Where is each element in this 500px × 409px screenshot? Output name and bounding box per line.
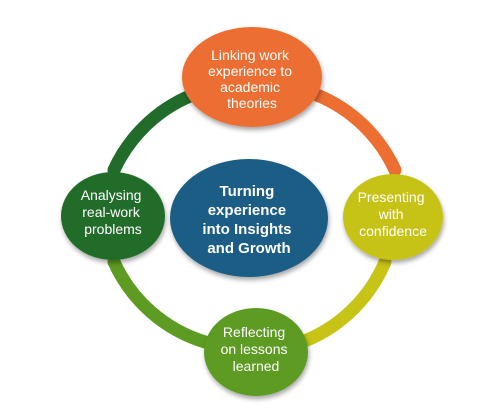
node-bottom-line-2: on lessons: [221, 341, 288, 357]
node-left-line-2: real-work: [82, 204, 141, 220]
arc-right-to-bottom: [300, 255, 392, 347]
node-right-line-3: confidence: [359, 223, 427, 239]
center-node: Turning experience into Insights and Gro…: [170, 159, 328, 277]
center-line-2: experience: [208, 202, 286, 219]
node-bottom-label: Reflecting on lessons learned: [221, 324, 292, 374]
node-reflecting: Reflecting on lessons learned: [204, 308, 308, 396]
node-top-line-3: academic: [220, 79, 280, 95]
node-left-line-1: Analysing: [81, 187, 142, 203]
node-left-label: Analysing real-work problems: [81, 187, 146, 237]
node-bottom-shape: [204, 308, 308, 396]
node-right-label: Presenting with confidence: [358, 189, 429, 239]
node-top-shape: [182, 27, 322, 127]
node-right-line-2: with: [378, 206, 404, 222]
arc-bottom-to-left: [107, 255, 212, 349]
center-line-4: and Growth: [207, 240, 290, 257]
center-node-shape: [170, 159, 328, 277]
node-bottom-line-1: Reflecting: [223, 324, 285, 340]
center-line-3: into Insights: [202, 221, 291, 238]
node-top-line-1: Linking work: [211, 47, 290, 63]
node-presenting: Presenting with confidence: [343, 174, 443, 260]
arc-left-to-top: [107, 89, 197, 177]
center-node-label: Turning experience into Insights and Gro…: [202, 183, 295, 257]
node-analysing: Analysing real-work problems: [61, 172, 165, 260]
node-bottom-line-3: learned: [233, 358, 280, 374]
node-top-line-4: theories: [227, 95, 277, 111]
center-line-1: Turning: [220, 183, 275, 200]
arc-top-to-right: [310, 88, 402, 177]
node-top-label: Linking work experience to academic theo…: [208, 47, 296, 111]
node-right-shape: [343, 174, 443, 260]
node-right-line-1: Presenting: [358, 189, 425, 205]
node-top-line-2: experience to: [208, 63, 292, 79]
node-left-shape: [61, 172, 165, 260]
node-left-line-3: problems: [84, 221, 142, 237]
node-linking-theories: Linking work experience to academic theo…: [182, 27, 322, 127]
